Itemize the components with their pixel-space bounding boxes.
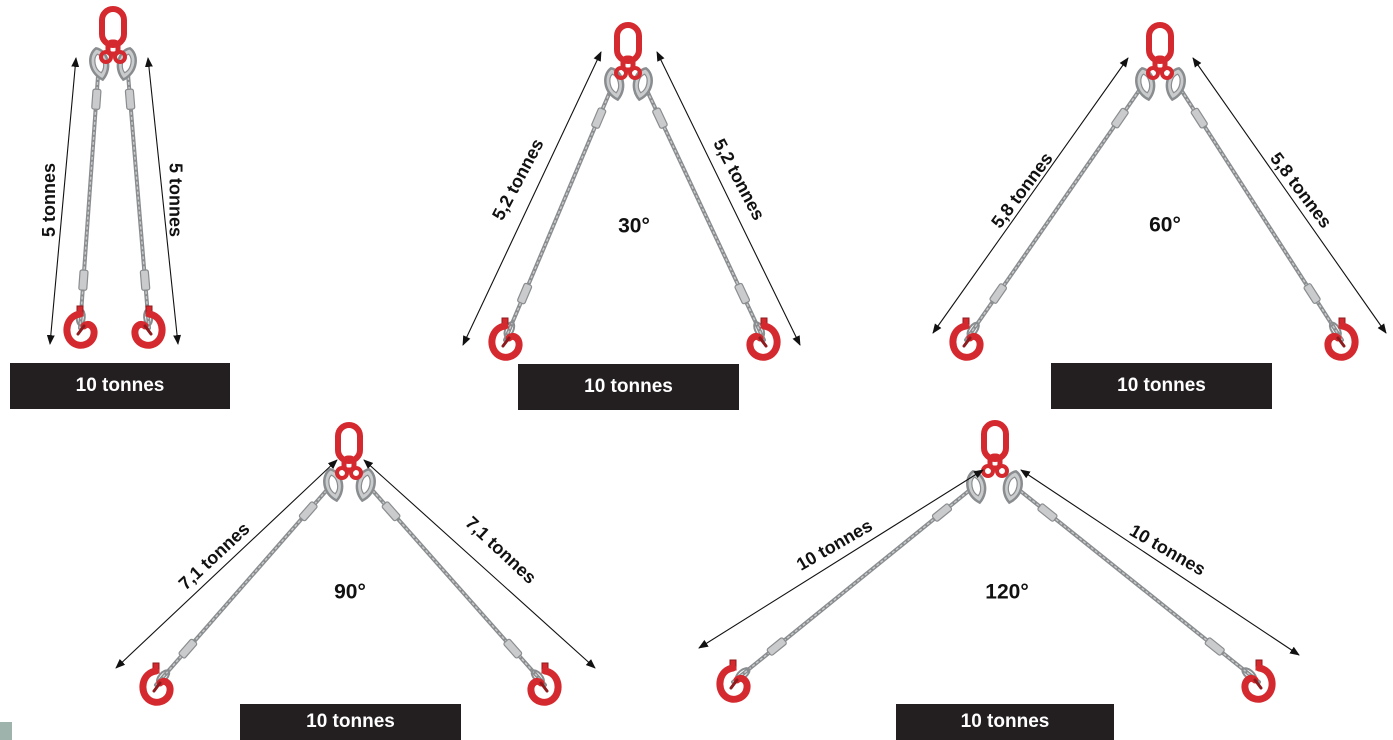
leg-load-label-left: 7,1 tonnes xyxy=(175,518,254,593)
self-locking-hook-icon xyxy=(716,659,751,703)
ferrule-icon xyxy=(503,638,523,659)
ferrule-icon xyxy=(1303,283,1321,304)
leg-length-arrow-right xyxy=(656,51,801,346)
total-load-caption: 10 tonnes xyxy=(1051,363,1272,409)
ferrule-icon xyxy=(381,501,401,522)
leg-length-arrow-right xyxy=(144,57,182,345)
hook-latch xyxy=(152,681,162,693)
leg-length-arrow-left xyxy=(698,469,984,649)
leg-length-arrow-left xyxy=(46,57,80,345)
thimble-inner xyxy=(1170,73,1181,94)
master-link-icon xyxy=(335,422,363,464)
hook-latch xyxy=(1336,336,1346,348)
leg-length-arrow-right xyxy=(363,459,596,669)
hook-body xyxy=(716,664,751,703)
coupling-link-right xyxy=(995,464,1009,478)
total-load-caption: 10 tonnes xyxy=(896,704,1114,740)
ferrule-icon xyxy=(1037,503,1058,522)
coupling-link-left xyxy=(981,464,995,478)
hook-body xyxy=(949,322,984,361)
intermediate-link-icon xyxy=(987,453,1003,471)
hook-latch xyxy=(962,336,972,348)
leg-load-label-right: 5 tonnes xyxy=(165,163,185,237)
ferrule-icon xyxy=(766,637,787,656)
ferrule-icon xyxy=(1204,637,1225,656)
sling-angle-label: 90° xyxy=(334,581,366,604)
master-link-icon xyxy=(981,420,1009,462)
ferrule-icon xyxy=(989,283,1008,304)
hook-body xyxy=(527,667,562,706)
leg-length-arrow-left xyxy=(932,57,1129,334)
hook-body xyxy=(1241,664,1276,703)
sling-angle-label: 120° xyxy=(985,581,1028,604)
leg-length-arrow-left xyxy=(462,51,602,346)
coupling-link-left xyxy=(335,466,349,480)
hook-latch xyxy=(539,681,549,693)
thimble-inner xyxy=(1140,73,1151,94)
leg-length-arrow-right xyxy=(1192,57,1387,334)
ferrule-icon xyxy=(1190,107,1208,129)
intermediate-link-icon xyxy=(620,55,636,73)
coupling-link-right xyxy=(628,66,642,80)
coupling-link-left xyxy=(614,66,628,80)
ferrule-icon xyxy=(931,503,953,522)
leg-load-label-left: 5,8 tonnes xyxy=(987,149,1057,232)
ferrule-icon xyxy=(591,107,607,129)
hook-latch xyxy=(1253,678,1263,690)
intermediate-link-icon xyxy=(1152,55,1168,73)
coupling-link-left xyxy=(99,50,113,64)
sling-3: 5,8 tonnes 5,8 tonnes 60° xyxy=(932,22,1387,361)
master-link-icon xyxy=(99,6,127,48)
leg-length-arrow-left xyxy=(115,459,338,669)
coupling-link-left xyxy=(1146,66,1160,80)
ferrule-icon xyxy=(1111,107,1129,129)
sling-1: 5 tonnes 5 tonnes xyxy=(39,6,185,349)
sling-4: 7,1 tonnes 7,1 tonnes 90° xyxy=(115,422,596,706)
sling-2: 5,2 tonnes 5,2 tonnes 30° xyxy=(462,22,801,361)
master-link-icon xyxy=(614,22,642,64)
sling-angle-label: 60° xyxy=(1149,214,1181,237)
ferrule-icon xyxy=(734,282,751,305)
ferrule-icon xyxy=(178,638,198,659)
intermediate-link-icon xyxy=(105,39,121,57)
ferrule-icon xyxy=(139,269,151,291)
total-load-caption: 10 tonnes xyxy=(518,364,739,410)
leg-load-label-right: 5,8 tonnes xyxy=(1266,149,1336,232)
coupling-link-right xyxy=(113,50,127,64)
corner-marker xyxy=(0,722,12,740)
total-load-caption: 10 tonnes xyxy=(240,704,461,740)
leg-length-arrow-right xyxy=(1020,469,1300,656)
ferrule-icon xyxy=(517,282,533,305)
ferrule-icon xyxy=(124,88,136,110)
intermediate-link-icon xyxy=(341,455,357,473)
leg-load-label-right: 5,2 tonnes xyxy=(709,135,768,223)
leg-load-label-left: 5 tonnes xyxy=(39,163,59,237)
self-locking-hook-icon xyxy=(1241,659,1276,703)
total-load-caption: 10 tonnes xyxy=(10,363,230,409)
leg-load-label-right: 10 tonnes xyxy=(1126,520,1209,579)
sling-angle-label: 30° xyxy=(618,215,650,238)
thimble-inner xyxy=(1007,476,1018,497)
ferrule-icon xyxy=(652,107,668,129)
hook-body xyxy=(1324,322,1359,361)
ferrule-icon xyxy=(298,501,318,522)
ferrule-icon xyxy=(78,269,89,291)
leg-load-label-right: 7,1 tonnes xyxy=(461,512,540,587)
hook-latch xyxy=(729,678,739,690)
leg-load-label-left: 5,2 tonnes xyxy=(488,135,547,223)
thimble-inner xyxy=(637,73,648,94)
master-link-icon xyxy=(1146,22,1174,64)
coupling-link-right xyxy=(349,466,363,480)
ferrule-icon xyxy=(91,88,102,110)
hook-body xyxy=(139,667,174,706)
coupling-link-right xyxy=(1160,66,1174,80)
